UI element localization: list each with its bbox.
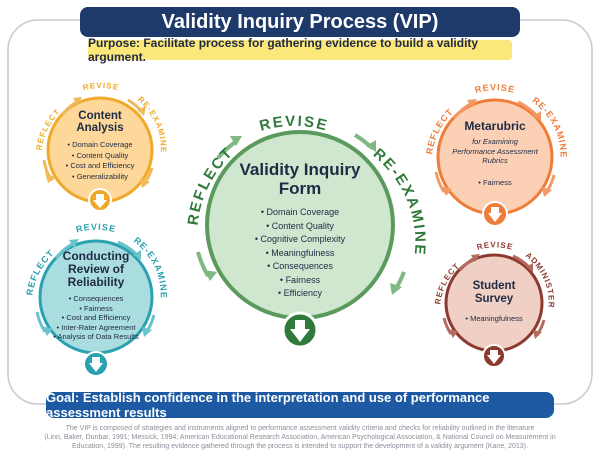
arc-label-revise: REVISE	[258, 113, 329, 135]
list-item: Cognitive Complexity	[232, 233, 368, 247]
arrowhead-icon	[533, 330, 542, 339]
content-analysis-title: Content Analysis	[76, 110, 124, 134]
list-item: Domain Coverage	[232, 206, 368, 220]
list-item: Domain Coverage	[58, 140, 142, 151]
arrowhead-icon	[142, 327, 152, 337]
down-arrow-icon	[93, 194, 107, 208]
svg-text:REVISE: REVISE	[75, 222, 117, 235]
page-title: Validity Inquiry Process (VIP)	[80, 7, 520, 37]
down-arrow-icon	[488, 207, 502, 222]
arrowhead-icon	[137, 106, 146, 116]
arrowhead-icon	[73, 97, 82, 105]
reliability-title: Conducting Review of Reliability	[62, 249, 130, 289]
footnote-line: (Linn, Baker, Dunbar, 1991; Messick, 199…	[44, 434, 556, 441]
content-analysis-list: Domain Coverage Content Quality Cost and…	[58, 140, 142, 182]
list-item: Meaningfulness	[458, 314, 530, 324]
svg-text:REVISE: REVISE	[474, 82, 516, 95]
arrowhead-icon	[448, 329, 458, 338]
arrowhead-icon	[526, 263, 533, 272]
down-arrow-icon	[290, 320, 310, 342]
student-survey-text: Student Survey Meaningfulness	[458, 280, 530, 324]
list-item: Generalizability	[58, 172, 142, 183]
arc-label-revise: REVISE	[476, 240, 513, 252]
metarubric-text: Metarubric for Examining Performance Ass…	[452, 120, 538, 188]
list-item: Cost and Efficiency	[48, 313, 144, 323]
student-survey-title: Student Survey	[472, 280, 516, 305]
list-item: Cost and Efficiency	[58, 161, 142, 172]
arrowhead-icon	[542, 187, 552, 197]
arrowhead-icon	[471, 254, 480, 262]
list-item: Inter-Rater Agreement	[48, 323, 144, 333]
validity-form-title: Validity Inquiry Form	[239, 160, 361, 198]
arrowhead-icon	[69, 239, 79, 248]
purpose-banner: Purpose: Facilitate process for gatherin…	[88, 36, 512, 64]
list-item: Content Quality	[232, 220, 368, 234]
metarubric-subtitle: for Examining Performance Assessment Rub…	[452, 137, 538, 165]
content-analysis-text: Content Analysis Domain Coverage Content…	[58, 110, 142, 182]
list-item: Consequences	[48, 294, 144, 304]
footnote: The VIP is composed of strategies and in…	[30, 424, 570, 451]
down-arrow-icon	[89, 357, 103, 372]
svg-text:REVISE: REVISE	[476, 240, 514, 252]
arc-label-revise: REVISE	[75, 222, 116, 235]
list-item: Fairness	[48, 304, 144, 314]
metarubric-title: Metarubric	[464, 119, 526, 133]
student-survey-list: Meaningfulness	[458, 314, 530, 324]
arrowhead-icon	[390, 283, 402, 295]
list-item: Fairness	[232, 274, 368, 288]
arrowhead-icon	[467, 99, 477, 108]
arrowhead-icon	[204, 270, 217, 281]
list-item: Efficiency	[232, 287, 368, 301]
metarubric-list: Fairness	[452, 178, 538, 188]
footnote-line: The VIP is composed of strategies and in…	[65, 425, 535, 432]
arc-label-revise: REVISE	[474, 82, 515, 95]
arc-label-revise: REVISE	[82, 81, 119, 92]
list-item: Fairness	[452, 178, 538, 188]
list-item: Content Quality	[58, 151, 142, 162]
arrowhead-icon	[140, 178, 150, 188]
arrowhead-icon	[366, 140, 376, 152]
goal-banner: Goal: Establish confidence in the interp…	[46, 390, 554, 420]
list-item: Meaningfulness	[232, 247, 368, 261]
svg-text:REVISE: REVISE	[258, 113, 331, 135]
validity-form-list: Domain Coverage Content Quality Cognitiv…	[232, 206, 368, 301]
reliability-list: Consequences Fairness Cost and Efficienc…	[48, 294, 144, 342]
list-item: Analysis of Data Results	[48, 332, 144, 342]
arrowhead-icon	[133, 250, 141, 260]
svg-text:REVISE: REVISE	[82, 81, 120, 92]
arrowhead-icon	[533, 111, 541, 121]
footnote-line: Education, 1999). The resulting evidence…	[72, 443, 528, 450]
list-item: Consequences	[232, 260, 368, 274]
arrowhead-icon	[230, 136, 242, 146]
validity-form-text: Validity Inquiry Form Domain Coverage Co…	[232, 160, 368, 301]
arrowhead-icon	[441, 186, 452, 196]
down-arrow-icon	[487, 350, 501, 364]
reliability-text: Conducting Review of Reliability Consequ…	[48, 250, 144, 342]
arrowhead-icon	[45, 172, 56, 183]
